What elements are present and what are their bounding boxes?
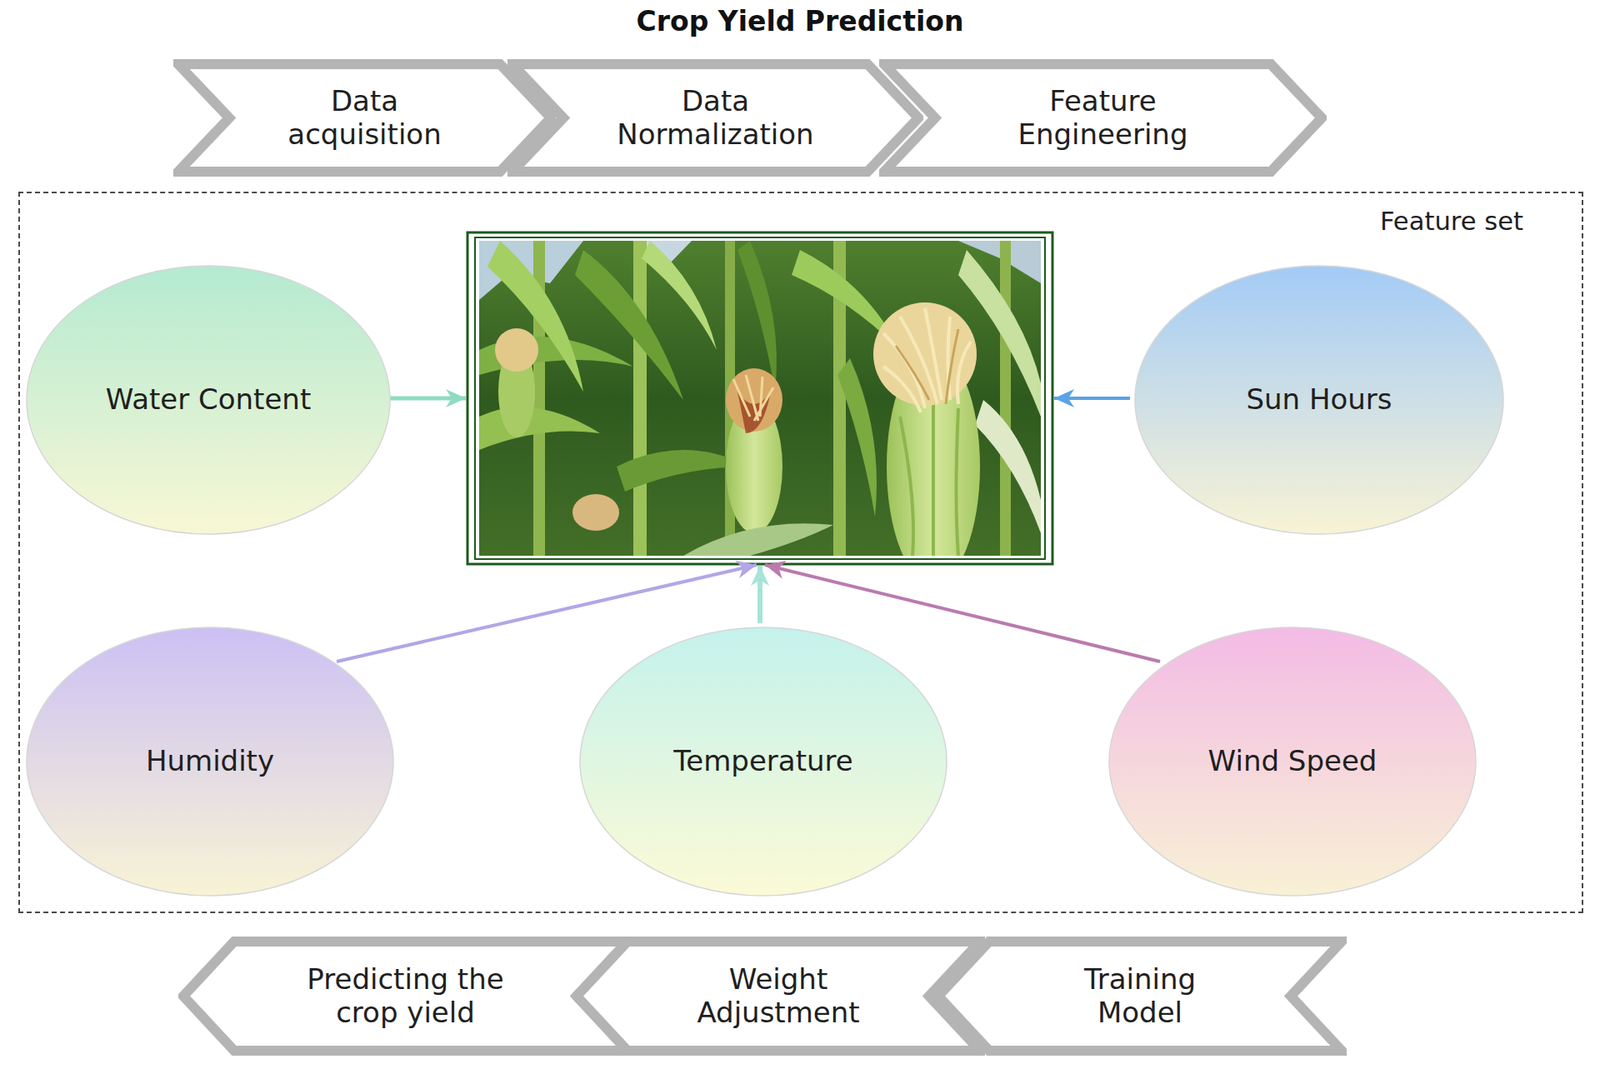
feature-ellipse	[1135, 265, 1504, 535]
step-label: Weight Adjustment	[670, 963, 887, 1029]
corn-illustration	[479, 240, 1041, 556]
process-chevron: Predicting the crop yield	[178, 936, 633, 1056]
feature-circle: Wind Speed	[1107, 625, 1478, 898]
feature-ellipse	[1109, 627, 1476, 896]
feature-ellipse	[26, 265, 390, 535]
feature-set-group: Feature setWater Content Sun HoursHumidit…	[18, 191, 1584, 914]
feature-circle: Temperature	[578, 625, 949, 898]
feature-circle: Sun Hours	[1133, 264, 1505, 536]
group-label: Feature set	[20, 206, 1582, 236]
feature-label: Sun Hours	[1245, 383, 1392, 416]
process-chevron: Training Model	[933, 936, 1347, 1056]
feature-circle: Humidity	[25, 625, 395, 898]
chevron-shape	[576, 941, 980, 1051]
chevron-shape	[512, 64, 919, 172]
process-chevron: Data acquisition	[173, 59, 556, 177]
chevron-shape	[938, 941, 1342, 1051]
process-chevron: Weight Adjustment	[571, 936, 985, 1056]
step-label: Data Normalization	[595, 85, 837, 150]
feature-label: Humidity	[145, 745, 275, 778]
feature-ellipse	[26, 627, 394, 896]
feature-circle: Water Content	[25, 264, 392, 536]
feature-label: Temperature	[673, 745, 853, 778]
process-chevron: Feature Engineering	[879, 59, 1327, 177]
step-label: Training Model	[1048, 963, 1232, 1029]
feature-arrows	[336, 398, 1160, 662]
step-label: Data acquisition	[260, 85, 470, 150]
diagram-title: Crop Yield Prediction	[0, 5, 1600, 38]
chevron-shape	[884, 64, 1322, 172]
step-label: Predicting the crop yield	[280, 963, 531, 1029]
feature-ellipse	[580, 627, 947, 896]
step-label: Feature Engineering	[978, 85, 1229, 150]
feature-label: Water Content	[105, 383, 312, 416]
chevron-shape	[183, 941, 628, 1051]
process-chevron: Data Normalization	[507, 59, 924, 177]
feature-label: Wind Speed	[1208, 745, 1378, 778]
chevron-shape	[178, 64, 551, 172]
